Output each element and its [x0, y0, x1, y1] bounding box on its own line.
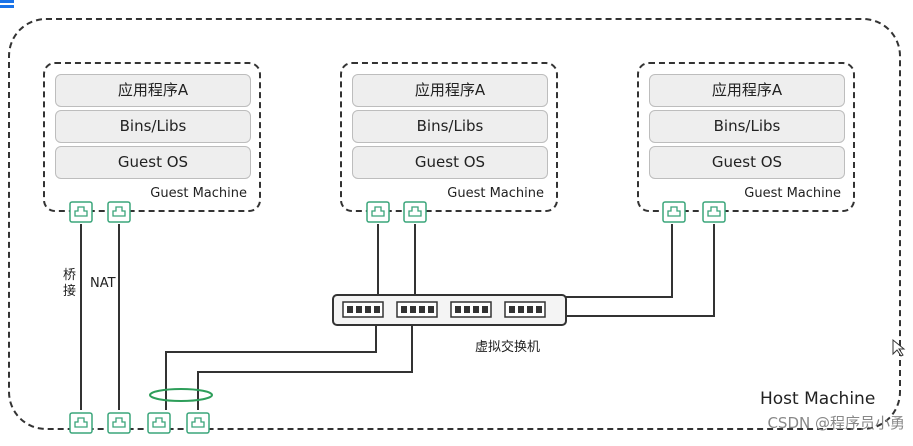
guest-machine-label: Guest Machine — [447, 186, 544, 201]
app-layer: 应用程序A — [352, 74, 548, 107]
libs-layer: Bins/Libs — [649, 110, 845, 143]
os-layer: Guest OS — [352, 146, 548, 179]
switch-cable-b — [197, 324, 413, 410]
guest-machine-label: Guest Machine — [150, 186, 247, 201]
virtual-switch-label: 虚拟交换机 — [475, 340, 541, 355]
network-port-icon — [662, 201, 686, 223]
top-corner-mark — [0, 0, 14, 8]
switch-port-3 — [450, 301, 492, 318]
libs-layer: Bins/Libs — [352, 110, 548, 143]
network-port-icon — [107, 201, 131, 223]
network-port-icon — [69, 412, 93, 434]
switch-port-2 — [396, 301, 438, 318]
host-machine-label: Host Machine — [760, 389, 876, 409]
os-layer: Guest OS — [55, 146, 251, 179]
network-port-icon — [69, 201, 93, 223]
network-port-icon — [147, 412, 171, 434]
network-port-icon — [702, 201, 726, 223]
network-port-icon — [366, 201, 390, 223]
os-layer: Guest OS — [649, 146, 845, 179]
guest-machine-3: 应用程序A Bins/Libs Guest OS Guest Machine — [637, 62, 855, 212]
host-machine-box — [8, 18, 901, 430]
switch-port-1 — [342, 301, 384, 318]
app-layer: 应用程序A — [55, 74, 251, 107]
app-layer: 应用程序A — [649, 74, 845, 107]
guest3-cable-b — [566, 224, 715, 317]
libs-layer: Bins/Libs — [55, 110, 251, 143]
switch-cable-a — [165, 324, 377, 410]
network-port-icon — [186, 412, 210, 434]
bundle-ring — [149, 388, 213, 402]
guest3-cable-a — [566, 224, 673, 298]
bridge-label: 桥接 — [63, 268, 77, 299]
network-port-icon — [107, 412, 131, 434]
guest-machine-label: Guest Machine — [744, 186, 841, 201]
cursor-icon — [892, 338, 906, 357]
switch-port-4 — [504, 301, 546, 318]
nat-label: NAT — [90, 276, 116, 291]
network-port-icon — [403, 201, 427, 223]
guest-machine-1: 应用程序A Bins/Libs Guest OS Guest Machine — [43, 62, 261, 212]
watermark: CSDN @程序员小勇 — [767, 414, 905, 432]
guest-machine-2: 应用程序A Bins/Libs Guest OS Guest Machine — [340, 62, 558, 212]
